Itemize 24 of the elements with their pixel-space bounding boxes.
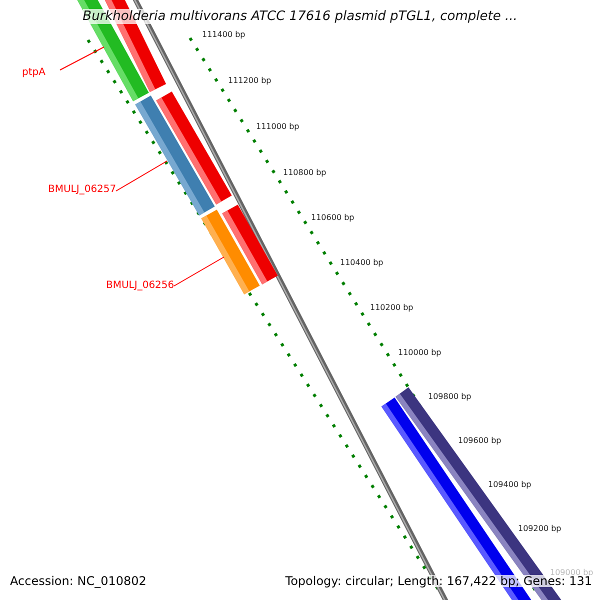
- position-label: 109200 bp: [518, 525, 562, 533]
- position-label: 109400 bp: [488, 481, 532, 489]
- position-label: 109000 bp: [550, 569, 594, 577]
- gene-label: BMULJ_06257: [48, 185, 116, 195]
- leader-line: [116, 160, 168, 192]
- position-label: 111000 bp: [256, 123, 300, 131]
- gene-label: ptpA: [22, 68, 46, 78]
- gene-label: BMULJ_06256: [106, 281, 174, 291]
- position-label: 109800 bp: [428, 393, 472, 401]
- position-label: 110400 bp: [340, 259, 384, 267]
- position-label: 110200 bp: [370, 304, 414, 312]
- position-label: 111400 bp: [202, 31, 246, 39]
- position-label: 110600 bp: [311, 214, 354, 222]
- info-text: Topology: circular; Length: 167,422 bp; Genes: 131: [285, 575, 592, 587]
- position-label: 110800 bp: [283, 169, 326, 177]
- position-label: 111200 bp: [228, 77, 272, 85]
- position-label: 110000 bp: [398, 349, 442, 357]
- info-text: Accession: NC_010802: [10, 575, 146, 587]
- leader-line: [174, 256, 224, 286]
- position-label: 109600 bp: [458, 437, 502, 445]
- gene-bar: [201, 210, 260, 294]
- leader-line: [60, 46, 104, 70]
- gene-bar: [135, 96, 215, 216]
- map-title: Burkholderia multivorans ATCC 17616 plasmid pTGL1, complete ...: [82, 9, 518, 24]
